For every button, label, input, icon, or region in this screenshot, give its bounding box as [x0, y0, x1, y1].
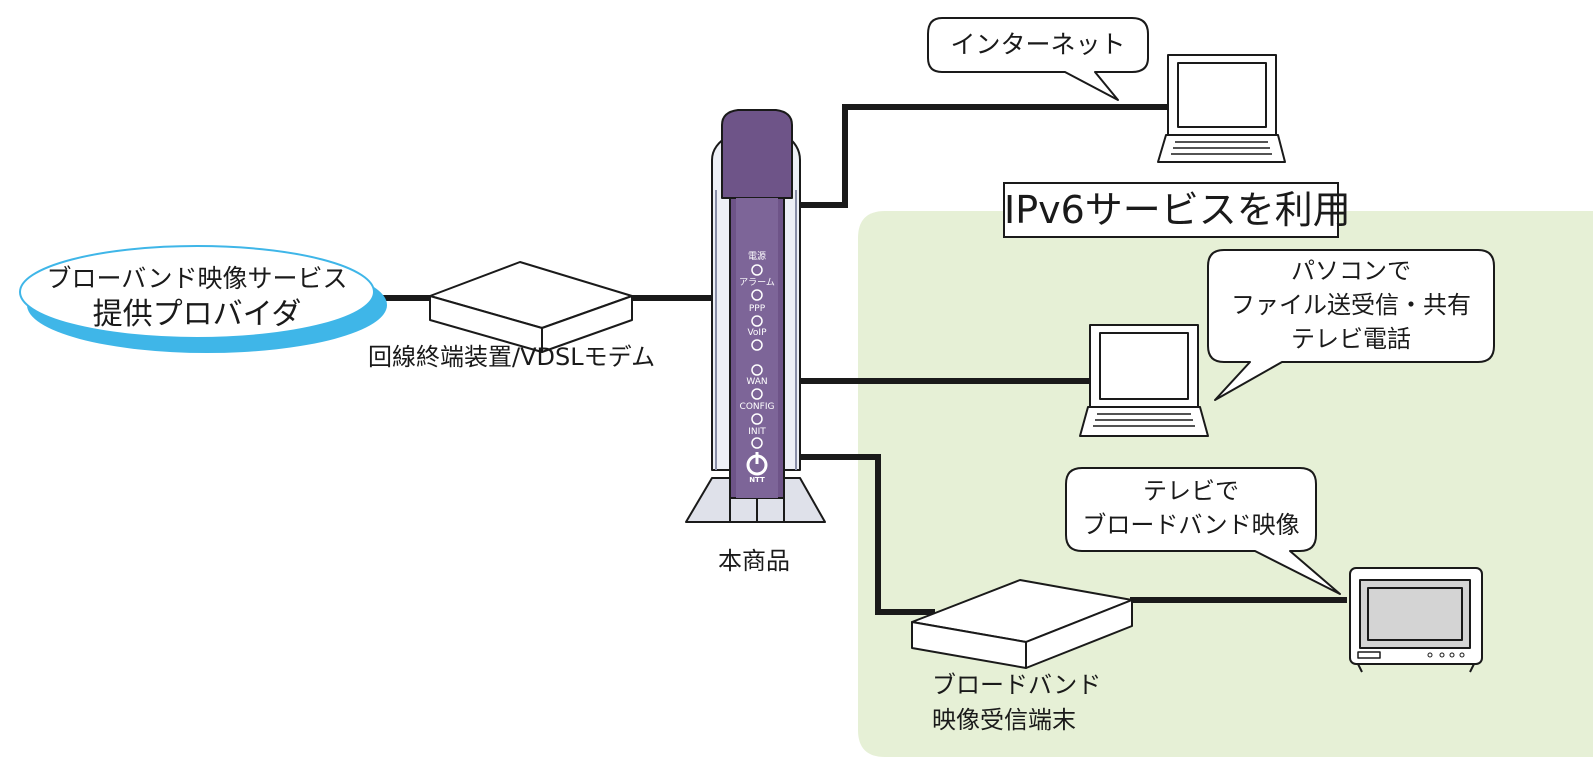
- led-config: [751, 413, 763, 425]
- led-label-voip: VoIP: [747, 328, 767, 338]
- led-voip: [751, 339, 763, 351]
- ipv6-title-box: [1003, 182, 1339, 238]
- ipv6-title: IPv6サービスを利用: [1004, 188, 1351, 232]
- led-label-wan: WAN: [746, 377, 768, 387]
- led-wan: [751, 388, 763, 400]
- led-power: [751, 264, 763, 276]
- onu-label: 回線終端装置/VDSLモデム: [368, 343, 656, 371]
- led-blank: [751, 364, 763, 376]
- stb-device: [911, 579, 1133, 669]
- stb-label-line2: 映像受信端末: [932, 706, 1076, 734]
- provider-label-line1: ブローバンド映像サービス: [46, 264, 348, 293]
- pc-bubble-line3: テレビ電話: [1291, 325, 1411, 353]
- bubble-tv: [1065, 467, 1341, 595]
- router-leds: [751, 264, 763, 449]
- laptop-internet: [1157, 54, 1286, 163]
- led-ppp: [751, 315, 763, 327]
- onu-device: [429, 261, 633, 353]
- bubble-internet: [927, 17, 1149, 101]
- stb-label-line1: ブロードバンド: [932, 671, 1102, 699]
- tv-bubble-line1: テレビで: [1143, 477, 1239, 505]
- bubble-pc: [1207, 249, 1495, 401]
- cable-router-stb: [797, 454, 935, 615]
- led-label-power: 電源: [747, 252, 766, 262]
- router-label: 本商品: [718, 547, 790, 575]
- router-brand: NTT: [749, 476, 765, 484]
- led-label-ppp: PPP: [748, 304, 766, 314]
- cables: [370, 104, 1347, 615]
- laptop-local: [1079, 324, 1209, 437]
- led-label-alarm: アラーム: [739, 278, 775, 288]
- provider-label-line2: 提供プロバイダ: [92, 297, 302, 332]
- pc-bubble-line2: ファイル送受信・共有: [1231, 291, 1471, 319]
- led-alarm: [751, 289, 763, 301]
- pc-bubble-line1: パソコンで: [1291, 257, 1411, 285]
- internet-bubble-text: インターネット: [950, 30, 1126, 59]
- led-label-config: CONFIG: [739, 402, 775, 412]
- cable-router-internet-pc: [797, 104, 1168, 208]
- provider-cloud: [19, 245, 387, 353]
- tv-device: [1349, 567, 1483, 673]
- led-label-init: INIT: [748, 427, 766, 437]
- led-init: [751, 437, 763, 449]
- tv-bubble-line2: ブロードバンド映像: [1082, 511, 1300, 539]
